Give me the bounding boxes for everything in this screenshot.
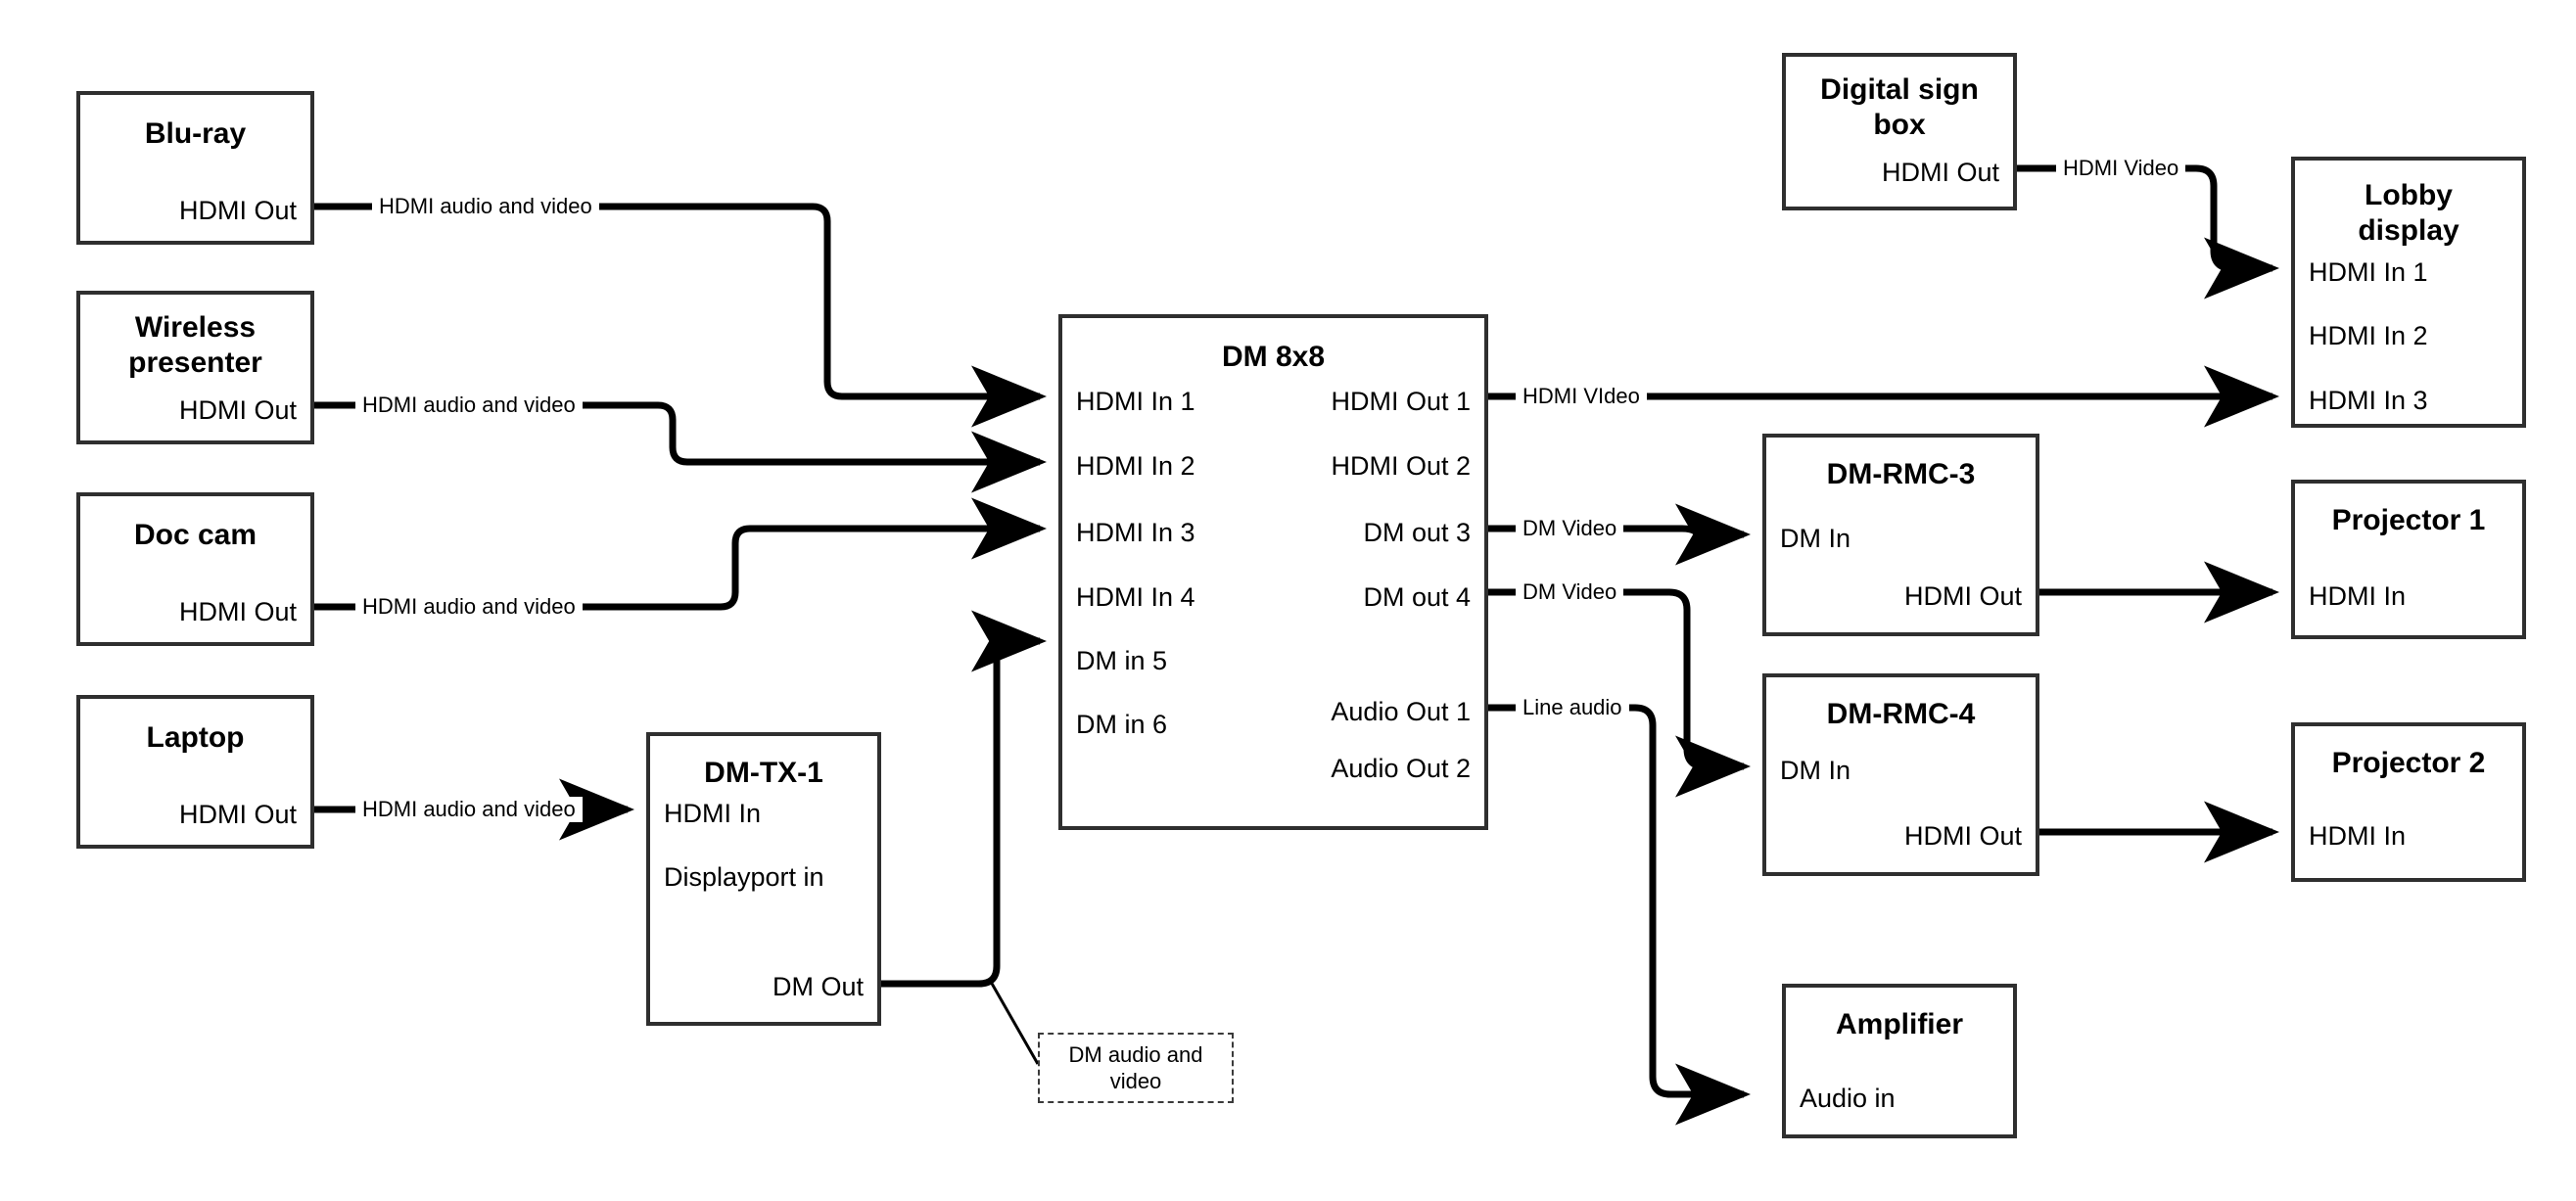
- node-laptop-port-hdmi-out[interactable]: HDMI Out: [178, 800, 297, 829]
- node-projector-2-title: Projector 2: [2331, 747, 2486, 779]
- wire-bluray-to-dm8x8-in1: [314, 203, 1047, 428]
- node-dm-8x8-port-dm-in-5[interactable]: DM in 5: [1076, 646, 1168, 675]
- edge-label-dmout4-to-rmc4: DM Video: [1516, 579, 1624, 605]
- node-dm-tx-1-port-hdmi-in[interactable]: HDMI In: [664, 799, 762, 828]
- node-dm-8x8-title: DM 8x8: [1221, 341, 1326, 373]
- node-projector-2-port-hdmi-in[interactable]: HDMI In: [2309, 821, 2407, 851]
- node-dm-8x8-port-hdmi-in-2[interactable]: HDMI In 2: [1076, 451, 1195, 481]
- node-bluray[interactable]: Blu-ray HDMI Out: [76, 91, 314, 245]
- node-dm-8x8-port-dm-out-3[interactable]: DM out 3: [1363, 518, 1471, 547]
- edge-label-dmout3-to-rmc3: DM Video: [1516, 516, 1624, 541]
- edge-label-doccam-to-dm8x8: HDMI audio and video: [355, 594, 583, 620]
- node-dm-tx-1-title: DM-TX-1: [704, 757, 823, 789]
- node-lobby-display-title-line2: display: [2358, 214, 2459, 247]
- node-wireless-presenter-port-hdmi-out[interactable]: HDMI Out: [178, 395, 297, 425]
- node-lobby-display-port-hdmi-in-3[interactable]: HDMI In 3: [2309, 386, 2428, 415]
- node-dm-rmc-3-port-dm-in[interactable]: DM In: [1780, 524, 1851, 553]
- node-amplifier[interactable]: Amplifier Audio in: [1782, 984, 2017, 1138]
- node-wireless-presenter-title-line1: Wireless: [134, 311, 257, 344]
- node-dm-8x8[interactable]: DM 8x8 HDMI In 1 HDMI In 2 HDMI In 3 HDM…: [1058, 314, 1488, 830]
- node-dm-8x8-port-dm-in-6[interactable]: DM in 6: [1076, 710, 1168, 739]
- edge-label-digitalsign-to-lobby: HDMI Video: [2056, 156, 2186, 181]
- node-projector-1-title: Projector 1: [2331, 504, 2486, 536]
- node-dm-tx-1-port-dm-out[interactable]: DM Out: [772, 972, 864, 1001]
- node-amplifier-port-audio-in[interactable]: Audio in: [1800, 1084, 1896, 1113]
- node-laptop[interactable]: Laptop HDMI Out: [76, 695, 314, 849]
- node-dm-8x8-port-hdmi-in-1[interactable]: HDMI In 1: [1076, 387, 1195, 416]
- leader-dm-audio-video-note: [989, 981, 1040, 1065]
- node-doc-cam-port-hdmi-out[interactable]: HDMI Out: [178, 597, 297, 626]
- node-digital-sign-box[interactable]: Digital sign box HDMI Out: [1782, 53, 2017, 210]
- edge-label-bluray-to-dm8x8: HDMI audio and video: [372, 194, 599, 219]
- node-dm-rmc-3-port-hdmi-out[interactable]: HDMI Out: [1903, 581, 2022, 611]
- node-dm-rmc-3[interactable]: DM-RMC-3 DM In HDMI Out: [1762, 434, 2039, 636]
- node-amplifier-title: Amplifier: [1835, 1008, 1964, 1040]
- node-projector-2[interactable]: Projector 2 HDMI In: [2291, 722, 2526, 882]
- node-dm-tx-1-port-displayport-in[interactable]: Displayport in: [664, 862, 824, 892]
- node-doc-cam-title: Doc cam: [133, 519, 258, 551]
- node-digital-sign-box-title-line2: box: [1873, 109, 1926, 141]
- node-laptop-title: Laptop: [146, 721, 245, 754]
- node-digital-sign-box-title-line1: Digital sign: [1820, 73, 1979, 106]
- node-bluray-title: Blu-ray: [144, 117, 247, 150]
- edge-label-dm8x8-out1-to-lobby: HDMI VIdeo: [1516, 384, 1647, 409]
- node-wireless-presenter[interactable]: Wireless presenter HDMI Out: [76, 291, 314, 444]
- node-lobby-display[interactable]: Lobby display HDMI In 1 HDMI In 2 HDMI I…: [2291, 157, 2526, 428]
- node-dm-8x8-port-audio-out-2[interactable]: Audio Out 2: [1331, 754, 1471, 783]
- node-dm-rmc-4-port-hdmi-out[interactable]: HDMI Out: [1903, 821, 2022, 851]
- wire-dm8x8-audioout1-to-amplifier: [1488, 704, 1751, 1126]
- node-bluray-port-hdmi-out[interactable]: HDMI Out: [178, 196, 297, 225]
- node-dm-rmc-4-port-dm-in[interactable]: DM In: [1780, 756, 1851, 785]
- edge-label-laptop-to-dmtx1: HDMI audio and video: [355, 797, 583, 822]
- node-wireless-presenter-title-line2: presenter: [128, 346, 262, 379]
- edge-label-wireless-to-dm8x8: HDMI audio and video: [355, 393, 583, 418]
- wire-digitalsign-to-lobby-in1: [2017, 164, 2279, 300]
- node-lobby-display-port-hdmi-in-1[interactable]: HDMI In 1: [2309, 257, 2428, 287]
- node-dm-8x8-port-hdmi-in-4[interactable]: HDMI In 4: [1076, 582, 1195, 612]
- node-projector-1-port-hdmi-in[interactable]: HDMI In: [2309, 581, 2407, 611]
- node-dm-8x8-port-dm-out-4[interactable]: DM out 4: [1363, 582, 1471, 612]
- node-dm-8x8-port-hdmi-in-3[interactable]: HDMI In 3: [1076, 518, 1195, 547]
- node-dm-rmc-4[interactable]: DM-RMC-4 DM In HDMI Out: [1762, 673, 2039, 876]
- node-doc-cam[interactable]: Doc cam HDMI Out: [76, 492, 314, 646]
- wire-dmtx1-to-dm8x8-in5: [881, 610, 1047, 988]
- node-dm-tx-1[interactable]: DM-TX-1 HDMI In Displayport in DM Out: [646, 732, 881, 1026]
- node-digital-sign-box-port-hdmi-out[interactable]: HDMI Out: [1881, 158, 1999, 187]
- node-lobby-display-title-line1: Lobby: [2365, 179, 2453, 211]
- node-dm-8x8-port-audio-out-1[interactable]: Audio Out 1: [1331, 697, 1471, 726]
- node-dm-8x8-port-hdmi-out-1[interactable]: HDMI Out 1: [1331, 387, 1471, 416]
- node-projector-1[interactable]: Projector 1 HDMI In: [2291, 480, 2526, 639]
- node-dm-8x8-port-hdmi-out-2[interactable]: HDMI Out 2: [1331, 451, 1471, 481]
- edge-label-audioout1-to-amplifier: Line audio: [1516, 695, 1629, 720]
- node-lobby-display-port-hdmi-in-2[interactable]: HDMI In 2: [2309, 321, 2428, 350]
- node-dm-rmc-3-title: DM-RMC-3: [1826, 458, 1976, 490]
- wire-dm8x8-out4-to-rmc4: [1488, 588, 1751, 798]
- node-dm-rmc-4-title: DM-RMC-4: [1826, 698, 1976, 730]
- note-dm-audio-and-video: DM audio and video: [1038, 1033, 1234, 1103]
